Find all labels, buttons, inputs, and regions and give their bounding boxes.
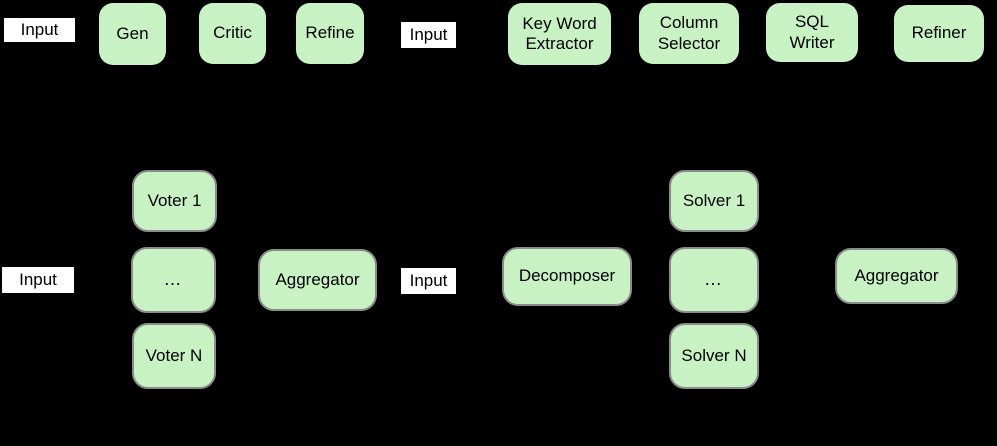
agent-box-solver-n: Solver N — [669, 323, 759, 389]
input-box-top-left: Input — [2, 16, 77, 44]
agent-box-decomposer: Decomposer — [502, 247, 632, 306]
agent-box-solver-ellipsis: … — [669, 247, 759, 313]
agent-box-column-selector: Column Selector — [639, 3, 739, 64]
agent-box-voter-1: Voter 1 — [132, 170, 217, 232]
agent-box-refiner: Refiner — [894, 5, 984, 62]
agent-box-key-word-extractor: Key Word Extractor — [508, 3, 611, 65]
agent-box-solver-1: Solver 1 — [669, 170, 759, 232]
agent-box-aggregator-right: Aggregator — [835, 248, 958, 304]
input-box-middle-right: Input — [399, 266, 458, 296]
agent-box-voter-n: Voter N — [132, 323, 216, 389]
agent-box-gen: Gen — [99, 3, 166, 65]
agent-box-aggregator-left: Aggregator — [258, 249, 377, 311]
agent-box-critic: Critic — [199, 3, 266, 64]
input-box-top-right: Input — [399, 20, 458, 50]
input-box-middle-left: Input — [0, 265, 76, 295]
agent-box-refine: Refine — [296, 3, 364, 64]
agent-box-voter-ellipsis: … — [131, 247, 216, 313]
agent-box-sql-writer: SQL Writer — [766, 3, 858, 62]
